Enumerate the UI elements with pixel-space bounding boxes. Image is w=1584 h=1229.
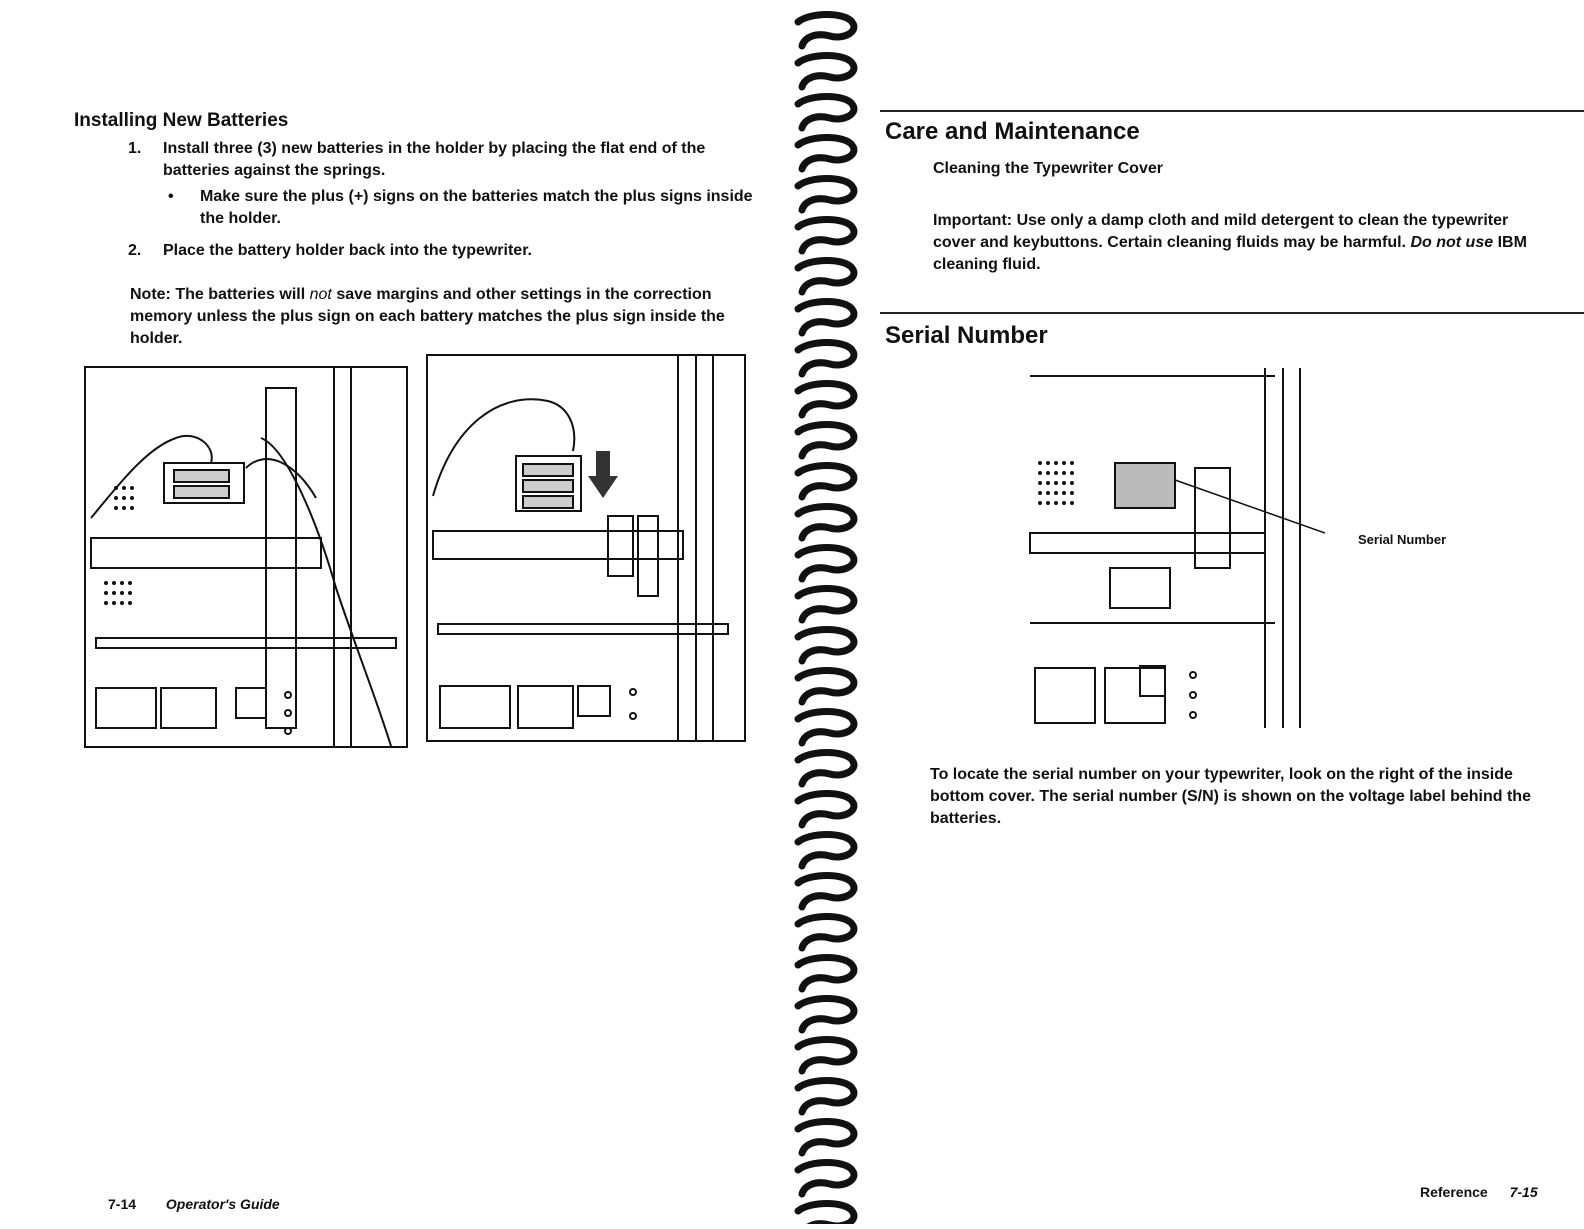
step-1: 1. Install three (3) new batteries in th… (128, 138, 758, 182)
note-paragraph: Note: The batteries will not save margin… (130, 284, 755, 350)
spiral-coil (794, 1159, 858, 1198)
illustration-hand-inserting-batteries (90, 368, 397, 746)
spiral-coil (794, 995, 858, 1034)
spiral-coil (794, 1118, 858, 1157)
figure-install-batteries (84, 366, 408, 748)
bullet-text: Make sure the plus (+) signs on the batt… (200, 188, 753, 227)
important-emphasis: Do not use (1410, 234, 1494, 251)
footer-right: Reference 7-15 (1420, 1184, 1538, 1200)
spiral-coil (794, 1200, 858, 1229)
spiral-coil (794, 708, 858, 747)
spiral-coil (794, 11, 858, 50)
spiral-coil (794, 216, 858, 255)
spiral-coil (794, 954, 858, 993)
spiral-coil (794, 93, 858, 132)
bullet-glyph: • (168, 188, 174, 205)
spiral-coil (794, 52, 858, 91)
spiral-coil (794, 421, 858, 460)
spiral-coil (794, 503, 858, 542)
footer-left: 7-14 Operator's Guide (108, 1196, 280, 1212)
spiral-coil (794, 749, 858, 788)
important-paragraph: Important: Use only a damp cloth and mil… (933, 210, 1543, 276)
serial-body: To locate the serial number on your type… (930, 766, 1531, 827)
spiral-coil (794, 544, 858, 583)
spiral-coil (794, 872, 858, 911)
subheading-cleaning-cover: Cleaning the Typewriter Cover (933, 160, 1163, 177)
important-post: IBM cleaning fluid. (933, 234, 1527, 273)
spiral-coil (794, 626, 858, 665)
heading-installing-new-batteries: Installing New Batteries (74, 110, 289, 131)
step-bullet: • Make sure the plus (+) signs on the ba… (168, 186, 758, 230)
figure-serial-number (1025, 368, 1325, 728)
spiral-coil (794, 339, 858, 378)
important-text: Use only a damp cloth and mild detergent… (933, 212, 1509, 251)
important-label: Important: (933, 212, 1013, 229)
spiral-coil (794, 380, 858, 419)
step-number: 1. (128, 140, 142, 157)
note-pre: The batteries will (175, 286, 306, 303)
illustration-serial-location (1029, 368, 1325, 728)
serial-number-callout: Serial Number (1358, 532, 1447, 547)
spiral-coil (794, 667, 858, 706)
spiral-coil (794, 1077, 858, 1116)
spiral-coil (794, 175, 858, 214)
spiral-coil (794, 298, 858, 337)
figure-battery-holder-insert (426, 354, 746, 742)
spiral-coil (794, 790, 858, 829)
spiral-coil (794, 257, 858, 296)
illustration-holder-with-arrow (432, 356, 729, 740)
footer-title: Reference (1420, 1184, 1488, 1200)
heading-serial-number: Serial Number (885, 322, 1048, 349)
spiral-coils (794, 11, 858, 1229)
step-text: Install three (3) new batteries in the h… (163, 140, 706, 179)
note-post: save margins and other settings in the c… (130, 286, 725, 347)
left-page: Installing New Batteries 1. Install thre… (0, 0, 790, 1224)
right-page: Care and Maintenance Cleaning the Typewr… (870, 0, 1584, 1224)
step-2: 2. Place the battery holder back into th… (128, 240, 758, 262)
note-label: Note: (130, 286, 171, 303)
spiral-coil (794, 913, 858, 952)
footer-title: Operator's Guide (165, 1196, 280, 1212)
spiral-coil (794, 831, 858, 870)
rule-serial (880, 312, 1584, 314)
rule-care (880, 110, 1584, 112)
spiral-coil (794, 462, 858, 501)
spiral-binding (790, 0, 870, 1229)
spiral-coil (794, 1036, 858, 1075)
footer-page-number: 7-15 (1509, 1184, 1538, 1200)
heading-care-and-maintenance: Care and Maintenance (885, 118, 1140, 145)
spiral-coil (794, 134, 858, 173)
step-number: 2. (128, 242, 142, 259)
footer-page-number: 7-14 (108, 1196, 137, 1212)
step-text: Place the battery holder back into the t… (163, 242, 532, 259)
note-emphasis: not (309, 286, 332, 303)
spiral-coil (794, 585, 858, 624)
